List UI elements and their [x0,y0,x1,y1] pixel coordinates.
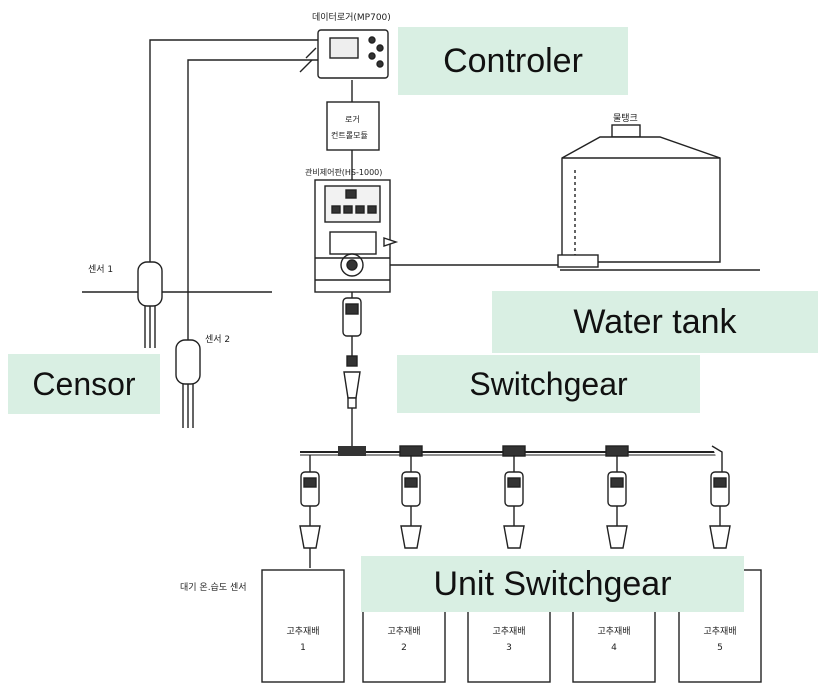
bed-1-num: 1 [300,643,306,653]
main-filter [343,355,361,409]
controller-module-line2: 컨트롤모듈 [331,130,368,140]
bed-5-num: 5 [717,643,723,653]
sensor1-wire [149,39,318,262]
censor-callout: Censor [8,354,160,414]
unit-branch-4 [605,445,629,549]
water-tank-callout: Water tank [492,291,818,353]
unit-branch-2 [399,445,423,549]
sensor2-label: 센서 2 [205,334,230,345]
sensor2 [175,339,201,428]
water-tank [557,124,721,268]
unit-switchgear-callout: Unit Switchgear [361,556,744,612]
data-logger [299,29,389,79]
bed-3-num: 3 [506,643,512,653]
controler-callout: Controler [398,27,628,95]
switchgear-callout: Switchgear [397,355,700,413]
bed-2-num: 2 [401,643,407,653]
bed-4-num: 4 [611,643,617,653]
bed-1 [261,569,345,683]
control-panel [314,179,399,293]
panel-caption: 관비제어판(HS-1000) [305,167,382,177]
air-sensor-label: 대기 온.습도 센서 [180,582,247,593]
controller-module-line1: 로거 [345,115,360,124]
bed-4-name: 고추재배 [597,626,630,637]
unit-branch-3 [502,445,526,549]
controller-module [326,101,380,151]
sensor1-label: 센서 1 [88,264,113,275]
bed-3-name: 고추재배 [492,626,525,637]
sensor2-wire [187,59,318,340]
bed-5-name: 고추재배 [703,626,736,637]
bed-1-name: 고추재배 [286,626,319,637]
logger-caption: 데이터로거(MP700) [312,12,391,23]
bed-2-name: 고추재배 [387,626,420,637]
main-valve [342,297,362,337]
tank-caption: 물탱크 [613,113,638,124]
sensor1 [137,261,163,348]
unit-branch-1 [299,455,321,568]
manifold-tee [338,446,366,456]
unit-branch-5 [709,445,731,549]
